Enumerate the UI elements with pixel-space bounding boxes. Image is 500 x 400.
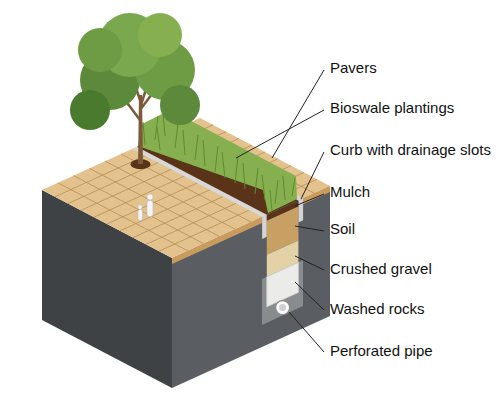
part-label: Crushed gravel <box>330 260 432 278</box>
part-label: Pavers <box>330 59 377 77</box>
part-label: Mulch <box>330 183 370 201</box>
part-label: Bioswale plantings <box>330 99 454 117</box>
tree <box>70 13 200 164</box>
leader-lines <box>236 70 324 352</box>
grass-blades <box>143 112 295 211</box>
part-label: Soil <box>330 220 355 238</box>
bioswale-grass <box>138 110 297 213</box>
perforated-pipe <box>276 301 290 315</box>
rock-step <box>262 260 303 325</box>
curb-section <box>298 198 303 222</box>
part-label: Curb with drainage slots <box>330 141 491 159</box>
part-label: Perforated pipe <box>330 342 433 360</box>
part-label: Washed rocks <box>330 300 424 318</box>
curb-section <box>262 215 267 239</box>
people-figures <box>138 194 153 221</box>
pipe-bore <box>279 304 286 311</box>
